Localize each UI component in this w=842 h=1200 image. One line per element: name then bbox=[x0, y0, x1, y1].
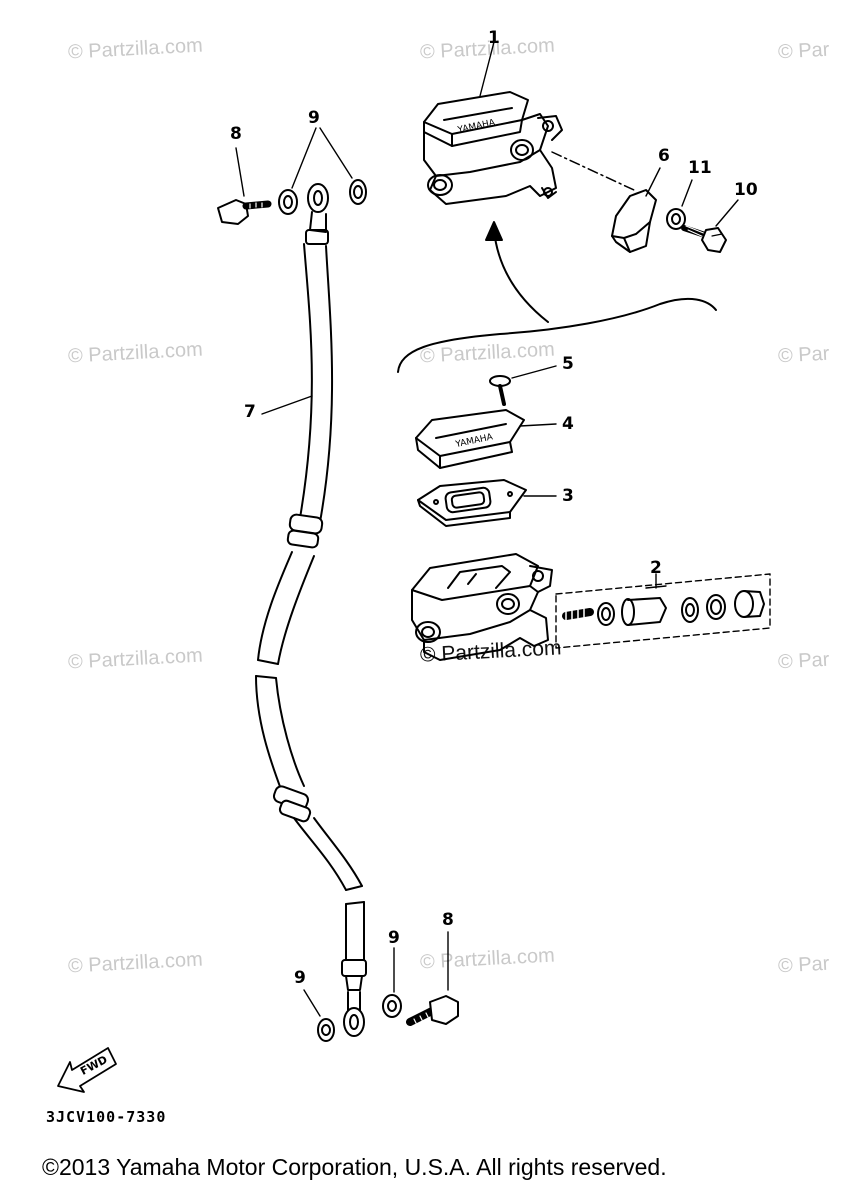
fwd-arrow-icon bbox=[57, 1047, 117, 1093]
callout-1: 1 bbox=[488, 28, 500, 48]
washer-9-bottom-left bbox=[317, 1018, 335, 1042]
washer-11 bbox=[666, 208, 686, 230]
callout-9-bottom-right: 9 bbox=[388, 928, 400, 948]
copyright-notice: ©2013 Yamaha Motor Corporation, U.S.A. A… bbox=[42, 1154, 667, 1180]
callout-11: 11 bbox=[688, 158, 712, 178]
callout-9-top: 9 bbox=[308, 108, 320, 128]
callout-3: 3 bbox=[562, 486, 574, 506]
piston-kit-2 bbox=[555, 573, 771, 649]
washer-9-top-left bbox=[278, 189, 298, 215]
callout-9-bottom-left: 9 bbox=[294, 968, 306, 988]
reservoir-cap-4 bbox=[415, 409, 525, 469]
master-cylinder-body bbox=[411, 553, 553, 661]
diaphragm-3 bbox=[417, 479, 527, 527]
callout-7: 7 bbox=[244, 402, 256, 422]
banjo-bolt-8-top bbox=[217, 199, 272, 225]
callout-2: 2 bbox=[650, 558, 662, 578]
screw-5 bbox=[489, 375, 511, 406]
callout-8-top: 8 bbox=[230, 124, 242, 144]
master-cylinder-assembly bbox=[423, 91, 563, 205]
clamp-bracket bbox=[611, 189, 657, 253]
banjo-bolt-8-bottom bbox=[406, 995, 459, 1026]
callout-4: 4 bbox=[562, 414, 574, 434]
callout-5: 5 bbox=[562, 354, 574, 374]
washer-9-bottom-right bbox=[382, 994, 402, 1018]
diagram-part-number: 3JCV100-7330 bbox=[46, 1108, 167, 1126]
callout-6: 6 bbox=[658, 146, 670, 166]
bolt-10 bbox=[681, 225, 727, 253]
callout-8-bottom: 8 bbox=[442, 910, 454, 930]
washer-9-top-right bbox=[349, 179, 367, 205]
brake-hose-7 bbox=[255, 183, 367, 1037]
callout-10: 10 bbox=[734, 180, 758, 200]
